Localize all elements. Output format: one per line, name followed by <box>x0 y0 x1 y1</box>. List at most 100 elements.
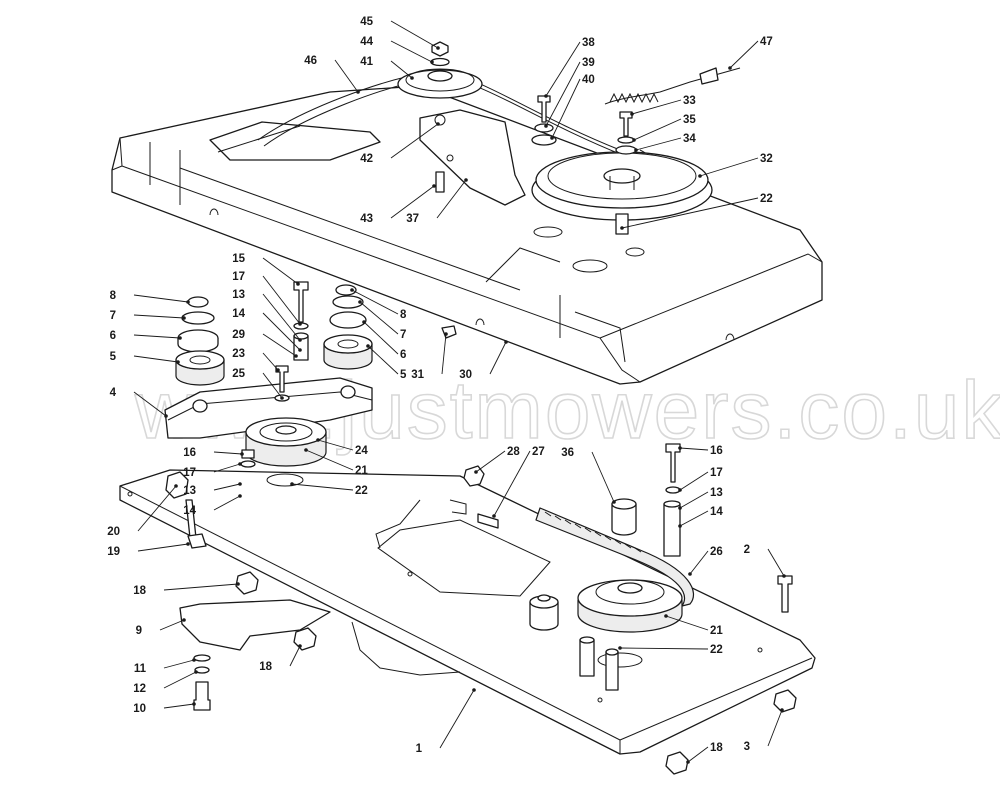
callout-label-47: 47 <box>760 36 773 48</box>
bolt-43 <box>435 171 445 193</box>
nut-18b <box>293 627 317 651</box>
callout-label-17: 17 <box>232 271 245 283</box>
leader-line-28 <box>475 450 506 473</box>
callout-label-13: 13 <box>232 289 245 301</box>
leader-dot-6 <box>362 320 366 324</box>
leader-dot-8 <box>186 300 190 304</box>
callout-label-2: 2 <box>744 544 750 556</box>
leader-line-22 <box>621 197 759 229</box>
leader-line-7 <box>359 301 399 335</box>
callout-label-18: 18 <box>133 585 146 597</box>
callout-label-8: 8 <box>400 309 407 321</box>
callout-label-30: 30 <box>459 369 472 381</box>
idler-bracket-4 <box>164 377 373 439</box>
callout-label-3: 3 <box>744 741 750 753</box>
leader-dot-4 <box>164 414 168 418</box>
idler-arm-37 <box>419 109 526 206</box>
callout-label-14: 14 <box>710 506 723 518</box>
leader-line-15 <box>262 257 299 285</box>
bolt-16b <box>665 443 681 483</box>
leader-line-43 <box>390 185 435 219</box>
leader-dot-17 <box>678 488 682 492</box>
leader-dot-8 <box>350 288 354 292</box>
bolt-33 <box>619 111 633 137</box>
leader-line-17 <box>262 275 301 325</box>
bearing-stack-right <box>323 284 373 370</box>
leader-line-1 <box>439 689 475 749</box>
leader-dot-16 <box>678 446 682 450</box>
spacer-39 <box>534 123 554 133</box>
leader-dot-11 <box>192 658 196 662</box>
leader-line-5 <box>133 355 179 363</box>
leader-line-4 <box>133 391 167 417</box>
leader-dot-20 <box>174 484 178 488</box>
leader-dot-41 <box>410 76 414 80</box>
leader-line-6 <box>133 334 181 339</box>
callout-label-7: 7 <box>110 310 116 322</box>
bolt-10 <box>193 681 211 711</box>
callout-label-11: 11 <box>134 663 147 675</box>
callout-label-22: 22 <box>710 644 723 656</box>
bearing-stack-left <box>175 296 225 386</box>
leader-line-21 <box>305 449 354 471</box>
leader-dot-17 <box>298 322 302 326</box>
leader-line-46 <box>334 59 359 93</box>
washer-35 <box>617 136 635 144</box>
leader-dot-9 <box>182 618 186 622</box>
leader-dot-23 <box>276 368 280 372</box>
leader-dot-18 <box>236 582 240 586</box>
callout-label-41: 41 <box>360 56 373 68</box>
washer-17b <box>240 460 256 468</box>
leader-dot-39 <box>544 124 548 128</box>
callout-label-29: 29 <box>232 329 245 341</box>
leader-line-37 <box>436 179 467 219</box>
callout-label-46: 46 <box>304 55 317 67</box>
leader-dot-2 <box>782 574 786 578</box>
leader-line-13 <box>213 483 241 491</box>
callout-label-17: 17 <box>710 467 723 479</box>
bolt-38 <box>537 95 551 123</box>
callout-label-38: 38 <box>582 37 595 49</box>
leader-line-30 <box>489 341 507 375</box>
callout-label-5: 5 <box>400 369 407 381</box>
leader-line-23 <box>262 352 279 371</box>
callout-label-40: 40 <box>582 74 595 86</box>
leader-dot-7 <box>358 300 362 304</box>
toothed-belt-26 <box>535 507 695 607</box>
leader-dot-21 <box>304 448 308 452</box>
leader-dot-35 <box>632 138 636 142</box>
leader-dot-25 <box>280 396 284 400</box>
leader-line-22 <box>619 647 709 650</box>
leader-line-11 <box>163 659 195 669</box>
leader-line-32 <box>699 157 759 177</box>
spacer-14b <box>663 503 681 557</box>
leader-dot-43 <box>432 184 436 188</box>
leader-dot-38 <box>544 94 548 98</box>
leader-dot-36 <box>612 500 616 504</box>
callout-label-8: 8 <box>110 290 117 302</box>
leader-line-42 <box>390 123 439 159</box>
callout-label-23: 23 <box>232 348 245 360</box>
leader-dot-44 <box>430 60 434 64</box>
callout-label-19: 19 <box>107 546 120 558</box>
leader-dot-13 <box>298 338 302 342</box>
leader-line-27 <box>493 450 531 517</box>
callout-label-42: 42 <box>360 153 373 165</box>
leader-line-47 <box>729 40 759 69</box>
leader-dot-18 <box>298 644 302 648</box>
leader-dot-24 <box>316 438 320 442</box>
callout-label-44: 44 <box>360 36 373 48</box>
leader-dot-14 <box>238 494 242 498</box>
callout-label-4: 4 <box>110 387 117 399</box>
nut-45 <box>431 41 449 57</box>
leader-line-3 <box>767 709 783 747</box>
leader-dot-37 <box>464 178 468 182</box>
callout-label-27: 27 <box>532 446 545 458</box>
leader-line-33 <box>631 99 682 115</box>
pulley-32 <box>531 151 713 235</box>
leader-line-29 <box>262 333 297 357</box>
callout-label-14: 14 <box>232 308 245 320</box>
callout-label-5: 5 <box>110 351 117 363</box>
callout-label-9: 9 <box>136 625 142 637</box>
